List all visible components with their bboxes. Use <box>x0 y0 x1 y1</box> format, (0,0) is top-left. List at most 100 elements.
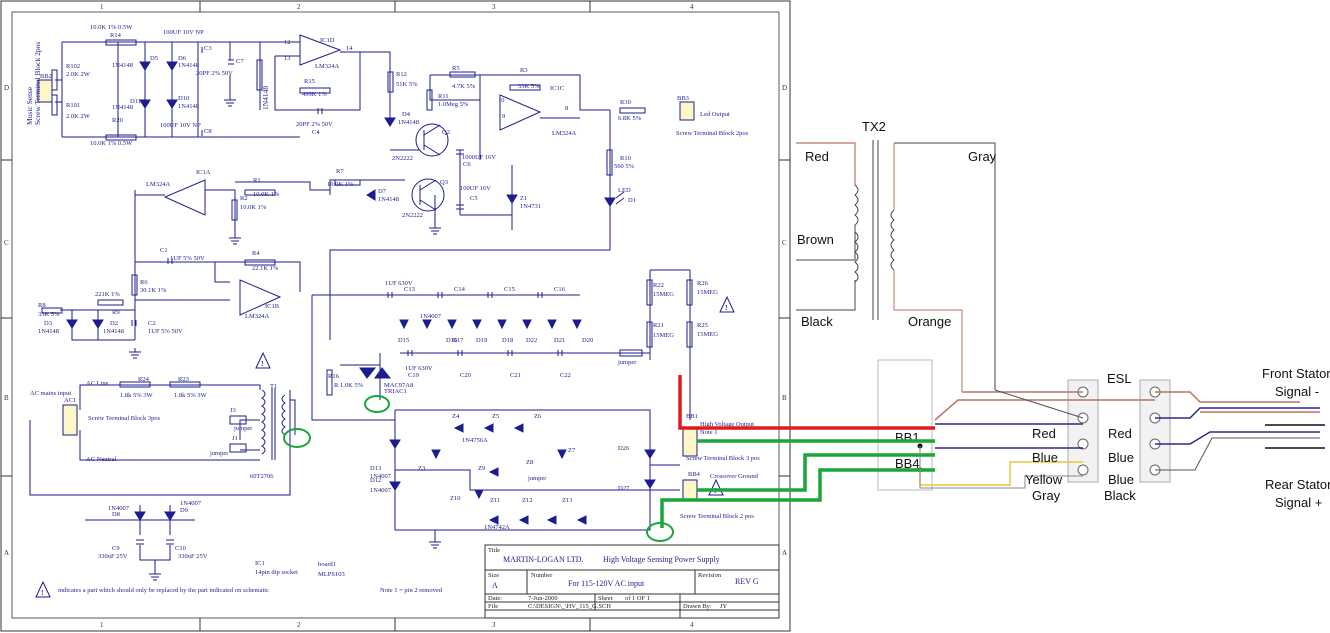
component-label-d11: D11 <box>130 98 141 105</box>
component-label-j3: J3 <box>230 407 236 414</box>
resistor-r2 <box>231 199 238 221</box>
component-label-r26: R26 <box>697 280 709 287</box>
size-label: Size <box>488 572 499 579</box>
component-label-c3n: C3 <box>204 45 212 52</box>
component-label-r6v: 30.1K 1% <box>140 287 167 294</box>
component-label-r14: R14 <box>110 32 122 39</box>
component-label-c15: C15 <box>504 286 515 293</box>
resistor-r9 <box>97 299 124 306</box>
component-label-d12: D12 <box>370 477 381 484</box>
component-label-r8: R8 <box>38 302 46 309</box>
component-label-d7: D7 <box>378 188 387 195</box>
component-label-r102v: 2.0K 2W <box>66 71 91 78</box>
component-label-p14: 14 <box>346 45 353 52</box>
component-label-d1: D1 <box>628 197 636 204</box>
transistor-q2-symbol <box>415 123 449 157</box>
component-label-ic1: IC1 <box>255 560 265 567</box>
component-label-ic1a: IC1A <box>196 169 211 176</box>
component-label-r30v: 6.8K 5% <box>618 115 642 122</box>
component-label-z12: Z12 <box>522 497 532 504</box>
component-label-d13: D13 <box>370 465 381 472</box>
r17-label: 1N4148 <box>261 86 270 110</box>
warning-icons: ! ! ! ! <box>35 295 735 598</box>
resistor-r3 <box>509 84 541 91</box>
resistor-r22 <box>646 279 653 306</box>
component-label-p9: 9 <box>502 113 505 120</box>
transformer-t1-symbol <box>261 388 286 460</box>
front-stator-label: Front Stator <box>1262 366 1330 381</box>
component-label-z10: Z10 <box>450 495 460 502</box>
component-label-r7: R7 <box>336 168 344 175</box>
pin-note: Note 1 = pin 2 removed <box>380 587 443 594</box>
component-label-d20: D20 <box>582 337 593 344</box>
component-label-d12v: 1N4007 <box>370 487 392 494</box>
component-label-ic1av: LM324A <box>146 181 171 188</box>
resistor-r12 <box>387 71 394 93</box>
sheet-label: Sheet <box>598 595 613 602</box>
component-label-stb2b: Screw Terminal Block 2 pos <box>680 513 754 520</box>
component-label-r12: R12 <box>396 71 407 78</box>
wire-label-red-b: Red <box>1108 426 1132 441</box>
component-label-r21v: 15MEG <box>653 332 674 339</box>
component-label-z11: Z11 <box>490 497 500 504</box>
component-label-r2v: 10.0K 1% <box>240 204 267 211</box>
component-label-d22: D22 <box>526 337 537 344</box>
component-label-ic1b: IC1B <box>265 303 280 310</box>
component-label-z8: Z8 <box>526 459 533 466</box>
component-label-r30: R30 <box>620 99 631 106</box>
resistor-r14 <box>105 39 137 46</box>
component-label-r15v: 499K 1% <box>302 91 327 98</box>
component-label-d13v: 1N4007 <box>370 473 392 480</box>
component-label-r7v: 10.0K 1% <box>327 181 354 188</box>
component-label-d8: D8 <box>112 511 120 518</box>
component-label-r4: R4 <box>252 250 260 257</box>
component-label-j1v: jumper <box>209 450 229 457</box>
component-label-ac1: AC1 <box>64 397 76 404</box>
component-label-r11: R11 <box>438 93 449 100</box>
component-label-r101: R101 <box>66 102 80 109</box>
component-label-stb3b: Screw Terminal Block 3 pos <box>686 455 760 462</box>
col-4-top: 4 <box>690 3 694 11</box>
component-label-p10: 10 <box>498 97 505 104</box>
component-label-c21: C21 <box>510 372 521 379</box>
resistor-r17 <box>256 59 263 91</box>
component-label-note1: Note 1 <box>700 429 718 436</box>
terminal-bb4 <box>682 479 698 501</box>
svg-text:!: ! <box>725 303 728 312</box>
component-label-r21: R21 <box>653 322 664 329</box>
title-block: Title MARTIN-LOGAN LTD. High Voltage Sen… <box>484 544 780 619</box>
wiring-diagram: TX2 Red Brown Black Gray Orange BB1 BB4 … <box>660 119 1330 528</box>
component-label-r26v: 15MEG <box>697 289 718 296</box>
led-rays <box>615 191 625 205</box>
component-label-triacv: TRIAC1 <box>384 388 407 395</box>
component-label-d2v: 1N4148 <box>103 328 124 335</box>
component-label-z1v: 1N4731 <box>520 203 541 210</box>
component-label-c8: 100UF 10V NP <box>160 122 201 129</box>
row-b-left: B <box>4 394 9 402</box>
component-label-bb1: BB1 <box>686 413 698 420</box>
wire-label-gray-b: Gray <box>1032 488 1061 503</box>
revision-value: REV G <box>735 577 759 586</box>
component-label-d10: D10 <box>178 95 189 102</box>
component-label-d4v: 1N4148 <box>398 119 419 126</box>
component-label-d7v: 1N4148 <box>378 196 399 203</box>
component-label-z4742: 1N4742A <box>484 524 510 531</box>
component-label-d3: D3 <box>44 320 52 327</box>
component-label-q2v: 2N2222 <box>392 155 413 162</box>
component-label-r102: R102 <box>66 63 80 70</box>
component-label-c9v: 330uF 25V <box>98 553 128 560</box>
resistor-r24 <box>119 381 151 388</box>
resistor-r21 <box>646 321 653 348</box>
resistor-r11 <box>426 89 433 111</box>
col-3-bottom: 3 <box>492 621 496 629</box>
transformer-label: TX2 <box>862 119 886 134</box>
component-label-z6: Z6 <box>534 413 542 420</box>
component-label-capstop: 1UF 630V <box>385 280 413 287</box>
capacitor-array <box>131 47 563 545</box>
component-label-r23v: 1.8k 5% 3W <box>174 392 208 399</box>
component-label-c2v: 1UF 5% 50V <box>148 328 183 335</box>
component-label-r9n: R9 <box>112 309 120 316</box>
svg-text:!: ! <box>41 588 44 597</box>
component-label-c14: C14 <box>454 286 466 293</box>
